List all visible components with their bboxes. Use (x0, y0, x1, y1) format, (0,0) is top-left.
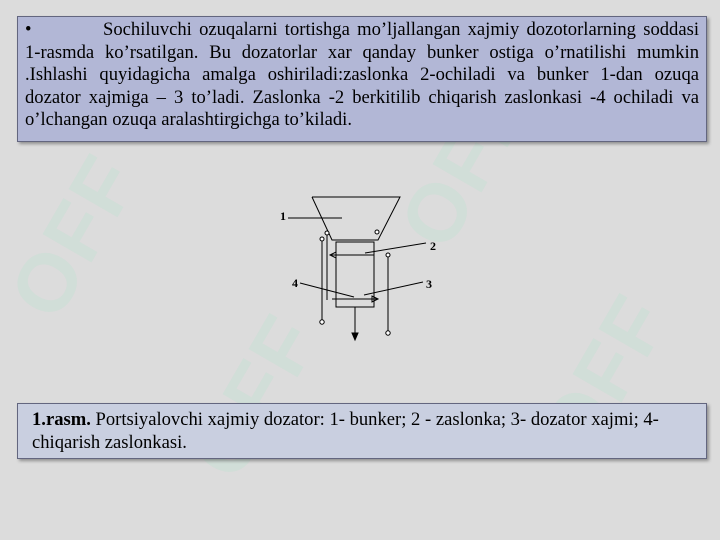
hopper-top-pin (374, 229, 380, 235)
caption-text: Portsiyalovchi xajmiy dozator: 1- bunker… (32, 409, 659, 453)
rod-left-inner-pin (324, 230, 330, 236)
label-dozator: 3 (426, 277, 432, 291)
bunker-hopper (311, 196, 401, 241)
dozator-chamber (335, 241, 375, 308)
rod-left-outer-pin (319, 236, 325, 242)
rod-right-pin (385, 252, 391, 258)
figure-caption-box: 1.rasm. Portsiyalovchi xajmiy dozator: 1… (17, 403, 707, 459)
label-bunker: 1 (280, 209, 286, 223)
bullet-icon: • (25, 19, 32, 40)
caption-figure-number: 1.rasm. (32, 409, 91, 430)
intro-text-box: •Sochiluvchi ozuqalarni tortishga mo’lja… (17, 16, 707, 142)
leader-line-4 (299, 282, 355, 298)
leader-line-2 (364, 242, 427, 254)
leader-line-3 (363, 281, 424, 296)
rod-left-outer-knob (319, 319, 325, 325)
label-chiqarish: 4 (292, 276, 298, 290)
rod-right-knob (385, 330, 391, 336)
label-zaslonka: 2 (430, 239, 436, 253)
dozator-diagram-svg: 1 2 3 4 (280, 196, 436, 342)
zaslonka-upper-arrow (328, 251, 337, 259)
dozator-diagram: 1 2 3 4 (270, 185, 450, 345)
watermark-text: OFF (0, 140, 157, 334)
zaslonka-lower-arrow (371, 295, 380, 303)
outlet-arrow (351, 332, 359, 342)
intro-paragraph: Sochiluvchi ozuqalarni tortishga mo’ljal… (25, 19, 699, 130)
